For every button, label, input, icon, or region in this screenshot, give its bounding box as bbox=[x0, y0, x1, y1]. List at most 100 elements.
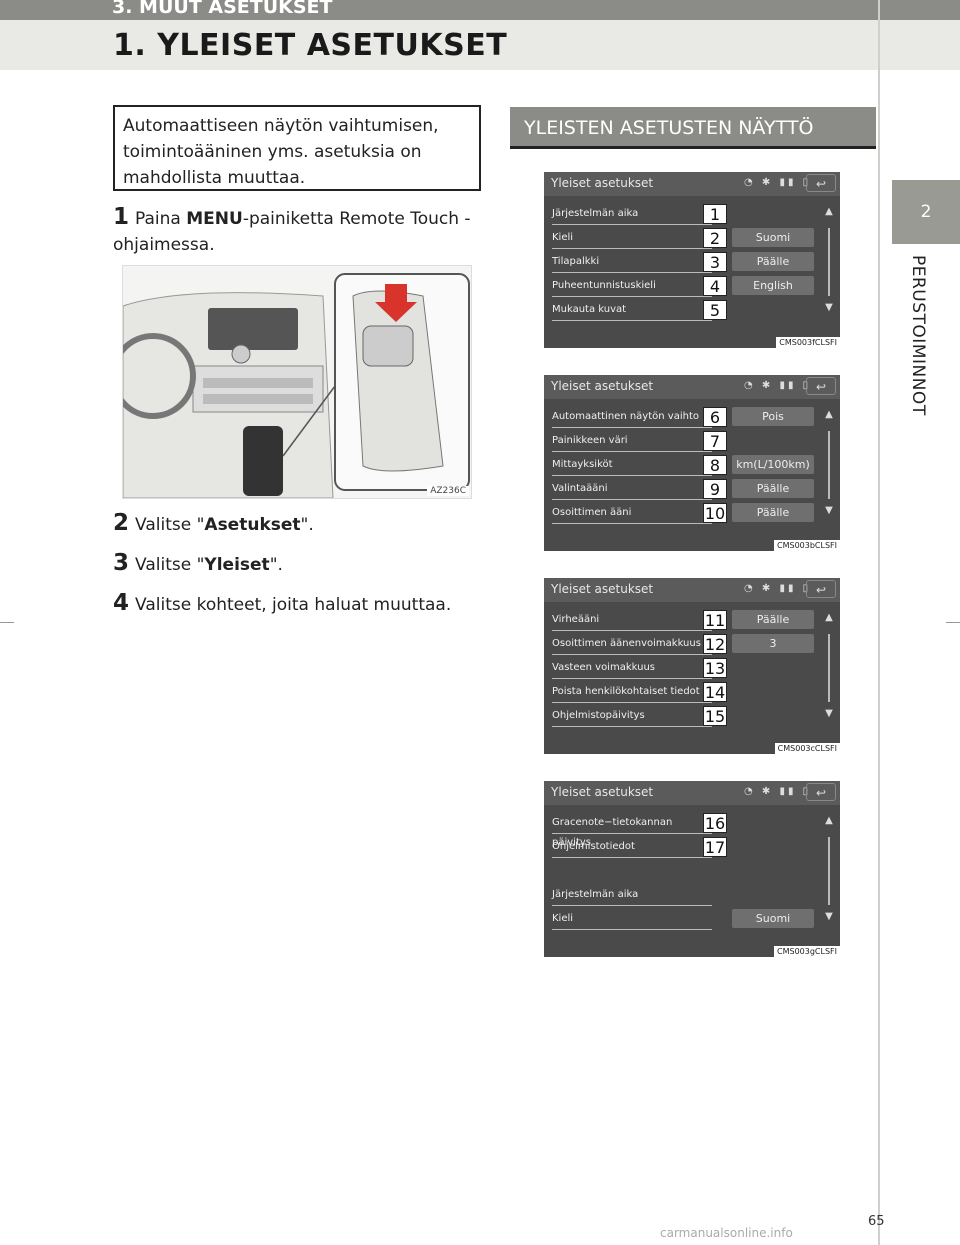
chapter-tab-label: PERUSTOIMINNOT bbox=[908, 255, 928, 416]
callout-number: 3 bbox=[703, 252, 727, 272]
settings-item[interactable]: Kieli bbox=[552, 228, 712, 249]
setting-value: Suomi bbox=[732, 228, 814, 247]
scroll-up-icon[interactable]: ▲ bbox=[825, 206, 833, 217]
scrollbar[interactable]: ▲▼ bbox=[822, 815, 836, 925]
settings-item[interactable]: Gracenote−tietokannan päivitys bbox=[552, 813, 712, 848]
settings-item[interactable]: Poista henkilökohtaiset tiedot bbox=[552, 682, 712, 703]
watermark: carmanualsonline.info bbox=[660, 1226, 793, 1240]
settings-item[interactable]: Ohjelmistotiedot bbox=[552, 837, 712, 858]
step-number: 3 bbox=[113, 550, 130, 576]
figure-code: CMS003gCLSFI bbox=[774, 946, 840, 957]
step-text: Valitse " bbox=[135, 515, 205, 535]
figure-code: CMS003cCLSFI bbox=[774, 743, 840, 754]
scroll-down-icon[interactable]: ▼ bbox=[825, 708, 833, 719]
setting-value: Päälle bbox=[732, 252, 814, 271]
step-keyword: Asetukset bbox=[204, 515, 301, 535]
settings-item[interactable]: Virheääni bbox=[552, 610, 712, 631]
scrollbar[interactable]: ▲▼ bbox=[822, 409, 836, 519]
step-text: ". bbox=[269, 555, 283, 575]
status-icons: ◔ ✱ ▮▮ ▯ bbox=[744, 583, 812, 594]
callout-number: 4 bbox=[703, 276, 727, 296]
callout-number: 14 bbox=[703, 682, 727, 702]
step-text: Valitse kohteet, joita haluat muuttaa. bbox=[135, 595, 452, 615]
scroll-track bbox=[828, 228, 830, 296]
callout-number: 12 bbox=[703, 634, 727, 654]
figure-code: CMS003fCLSFI bbox=[776, 337, 840, 348]
callout-number: 7 bbox=[703, 431, 727, 451]
callout-number: 9 bbox=[703, 479, 727, 499]
settings-screen: Yleiset asetukset◔ ✱ ▮▮ ▯↩▲▼CMS003fCLSFI… bbox=[544, 172, 840, 348]
chapter-tab: 2 bbox=[892, 180, 960, 244]
callout-number: 10 bbox=[703, 503, 727, 523]
screen-title: Yleiset asetukset bbox=[551, 582, 654, 596]
settings-item[interactable]: Osoittimen ääni bbox=[552, 503, 712, 524]
scroll-up-icon[interactable]: ▲ bbox=[825, 815, 833, 826]
screen-header bbox=[544, 172, 840, 196]
screen-header bbox=[544, 375, 840, 399]
callout-number: 15 bbox=[703, 706, 727, 726]
status-icons: ◔ ✱ ▮▮ ▯ bbox=[744, 786, 812, 797]
settings-item[interactable]: Tilapalkki bbox=[552, 252, 712, 273]
settings-item[interactable]: Painikkeen väri bbox=[552, 431, 712, 452]
scroll-track bbox=[828, 431, 830, 499]
settings-item[interactable]: Ohjelmistopäivitys bbox=[552, 706, 712, 727]
back-button[interactable]: ↩ bbox=[806, 174, 836, 192]
step-text: ". bbox=[300, 515, 314, 535]
back-button[interactable]: ↩ bbox=[806, 377, 836, 395]
screen-title: Yleiset asetukset bbox=[551, 785, 654, 799]
back-button[interactable]: ↩ bbox=[806, 783, 836, 801]
setting-value: 3 bbox=[732, 634, 814, 653]
back-arrow-icon: ↩ bbox=[815, 786, 827, 800]
settings-item[interactable]: Automaattinen näytön vaihto bbox=[552, 407, 712, 428]
callout-number: 17 bbox=[703, 837, 727, 857]
setting-value: Suomi bbox=[732, 909, 814, 928]
callout-number: 5 bbox=[703, 300, 727, 320]
scrollbar[interactable]: ▲▼ bbox=[822, 612, 836, 722]
settings-item[interactable]: Järjestelmän aika bbox=[552, 204, 712, 225]
callout-number: 2 bbox=[703, 228, 727, 248]
status-icons: ◔ ✱ ▮▮ ▯ bbox=[744, 380, 812, 391]
settings-item[interactable]: Mittayksiköt bbox=[552, 455, 712, 476]
scroll-up-icon[interactable]: ▲ bbox=[825, 409, 833, 420]
back-arrow-icon: ↩ bbox=[815, 583, 827, 597]
settings-item[interactable]: Puheentunnistuskieli bbox=[552, 276, 712, 297]
settings-item[interactable]: Osoittimen äänenvoimakkuus bbox=[552, 634, 712, 655]
section-heading: YLEISTEN ASETUSTEN NÄYTTÖ bbox=[510, 107, 876, 149]
settings-item[interactable]: Vasteen voimakkuus bbox=[552, 658, 712, 679]
callout-number: 6 bbox=[703, 407, 727, 427]
scroll-track bbox=[828, 837, 830, 905]
setting-value: km(L/100km) bbox=[732, 455, 814, 474]
console-illustration: AZ236C bbox=[110, 265, 472, 499]
callout-number: 1 bbox=[703, 204, 727, 224]
setting-value: English bbox=[732, 276, 814, 295]
settings-screen: Yleiset asetukset◔ ✱ ▮▮ ▯↩▲▼CMS003cCLSFI… bbox=[544, 578, 840, 754]
scrollbar[interactable]: ▲▼ bbox=[822, 206, 836, 316]
step-number: 4 bbox=[113, 590, 130, 616]
settings-item[interactable]: Järjestelmän aika bbox=[552, 885, 712, 906]
section-label: 3. MUUT ASETUKSET bbox=[0, 0, 960, 20]
step-keyword: MENU bbox=[186, 209, 243, 229]
callout-number: 11 bbox=[703, 610, 727, 630]
screen-title: Yleiset asetukset bbox=[551, 379, 654, 393]
setting-value: Päälle bbox=[732, 479, 814, 498]
figure-code: CMS003bCLSFI bbox=[774, 540, 840, 551]
settings-item[interactable]: Mukauta kuvat bbox=[552, 300, 712, 321]
step-number: 1 bbox=[113, 204, 130, 230]
scroll-down-icon[interactable]: ▼ bbox=[825, 911, 833, 922]
crop-mark bbox=[0, 622, 14, 623]
back-arrow-icon: ↩ bbox=[815, 380, 827, 394]
illustration-code: AZ236C bbox=[427, 486, 469, 496]
crop-mark bbox=[946, 622, 960, 623]
settings-item[interactable]: Valintaääni bbox=[552, 479, 712, 500]
chapter-title: 1. YLEISET ASETUKSET bbox=[113, 28, 508, 63]
callout-number: 8 bbox=[703, 455, 727, 475]
scroll-down-icon[interactable]: ▼ bbox=[825, 302, 833, 313]
settings-item[interactable]: Kieli bbox=[552, 909, 712, 930]
scroll-down-icon[interactable]: ▼ bbox=[825, 505, 833, 516]
back-button[interactable]: ↩ bbox=[806, 580, 836, 598]
scroll-up-icon[interactable]: ▲ bbox=[825, 612, 833, 623]
